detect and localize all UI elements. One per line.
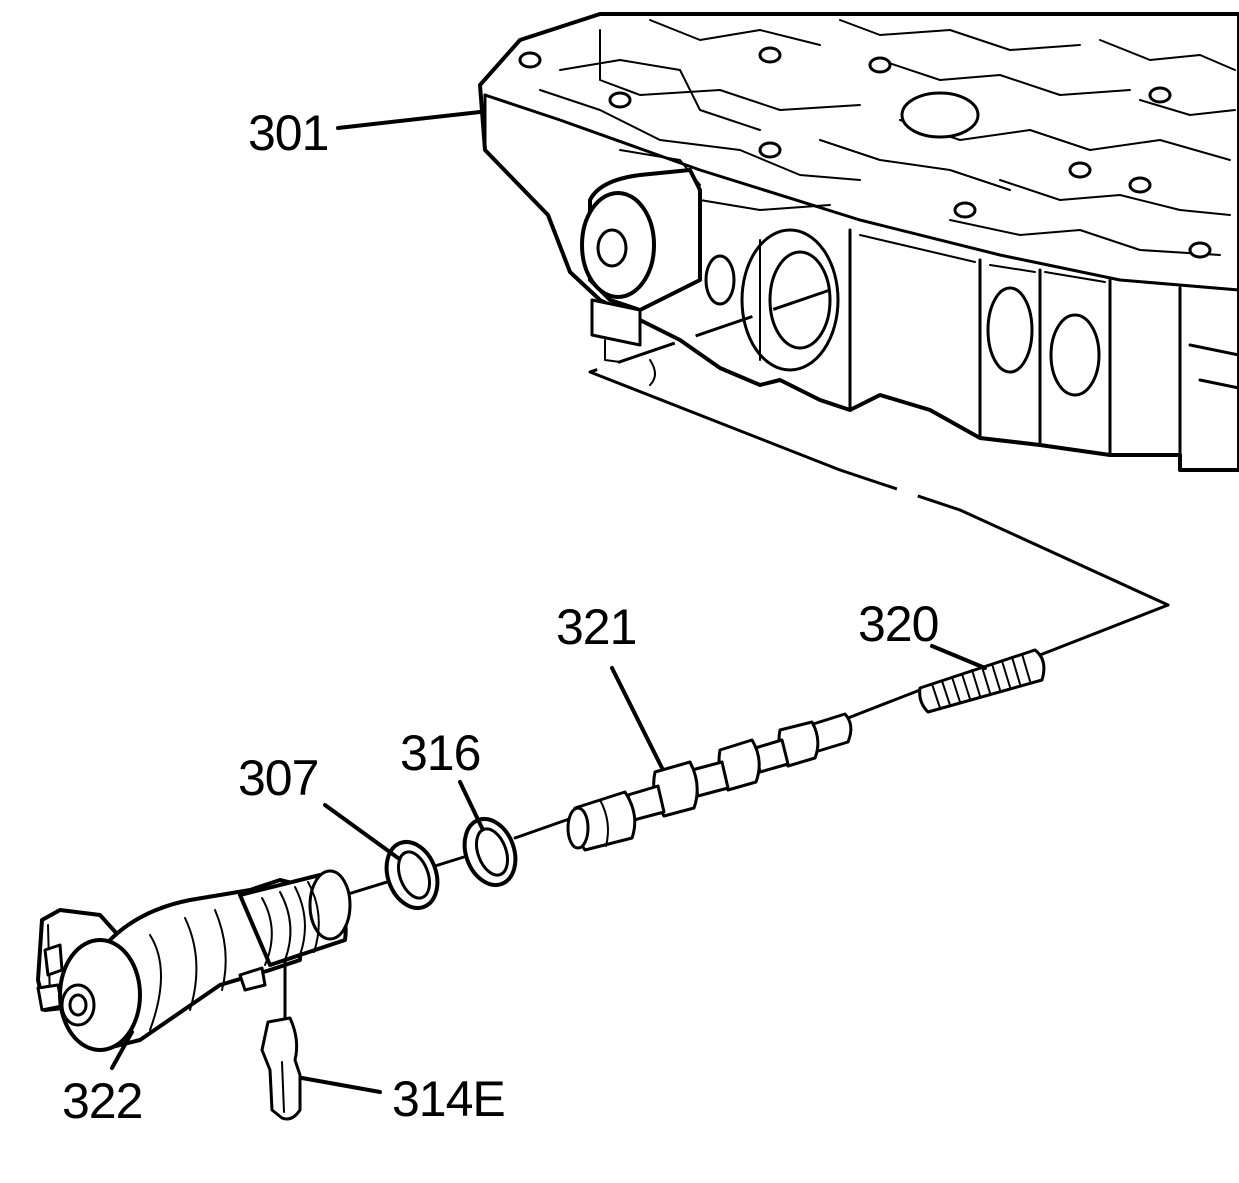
retainer-clip-part	[260, 958, 302, 1121]
callout-307: 307	[238, 750, 318, 806]
leader-321	[610, 666, 664, 770]
valve-body	[478, 12, 1239, 472]
leader-307	[323, 803, 400, 860]
callout-301: 301	[248, 105, 328, 161]
seal-307	[384, 840, 440, 910]
callout-314e: 314E	[392, 1071, 505, 1127]
callout-322: 322	[62, 1073, 142, 1129]
leader-322	[110, 1030, 134, 1070]
assembly-lines	[343, 288, 1170, 897]
callout-321: 321	[556, 599, 636, 655]
seal-316	[462, 817, 518, 887]
valve-spool-part	[566, 712, 853, 852]
spring-part	[918, 648, 1046, 714]
leader-314e	[300, 1076, 382, 1094]
solenoid-part	[36, 869, 352, 1052]
leader-lines	[110, 110, 987, 1094]
leader-316	[458, 780, 484, 830]
callout-316: 316	[400, 725, 480, 781]
leader-320	[930, 644, 987, 670]
callout-320: 320	[858, 596, 938, 652]
leader-301	[336, 110, 482, 130]
